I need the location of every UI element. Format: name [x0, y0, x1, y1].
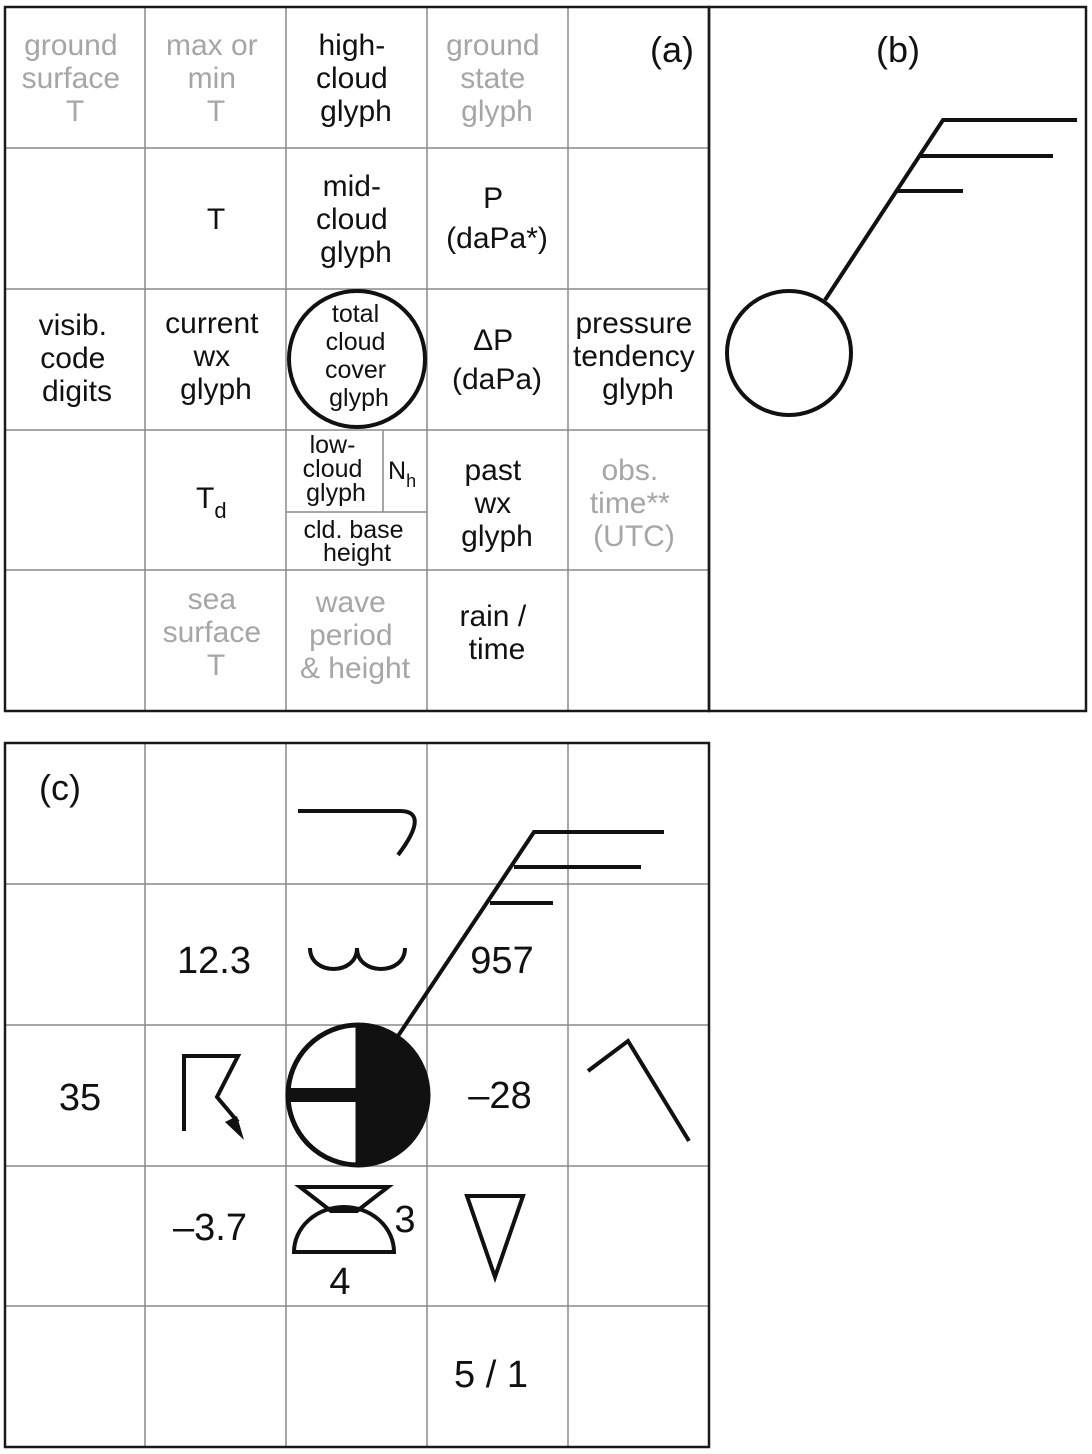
pressure-change-value: –28 [468, 1075, 531, 1117]
cell-pressure-tendency-glyph: pressure tendency glyph [573, 307, 703, 406]
mid-cloud-glyph-icon [308, 947, 407, 971]
cell-pressure-change: ΔP (daPa) [452, 324, 542, 396]
cell-max-min-t: max or min T [166, 29, 266, 128]
cell-dewpoint: Td [196, 482, 227, 523]
cell-visibility-code: visib. code digits [39, 309, 116, 408]
cell-cloud-nh: Nh [388, 457, 416, 491]
cell-mid-cloud-glyph: mid- cloud glyph [316, 170, 396, 269]
cell-pressure: P (daPa*) [446, 182, 548, 255]
cell-current-wx-glyph: current wx glyph [165, 307, 267, 406]
cell-past-wx-glyph: past wx glyph [461, 454, 533, 553]
cell-rain-time: rain / time [459, 600, 534, 666]
total-cloud-cover-circle [287, 289, 427, 429]
cell-ground-surface-t: ground surface T [22, 29, 129, 128]
current-weather-glyph-icon [182, 1054, 244, 1140]
cloud-base-value: 4 [329, 1261, 350, 1303]
cell-cloud-base-height: cld. base height [303, 516, 410, 567]
temperature-value: 12.3 [177, 940, 251, 982]
past-weather-glyph-icon [464, 1194, 526, 1284]
dewpoint-value: –3.7 [173, 1207, 247, 1249]
cloud-nh-value: 3 [394, 1199, 415, 1241]
cell-obs-time: obs. time** (UTC) [590, 454, 678, 553]
station-circle-icon [725, 289, 853, 417]
panel-a-label: (a) [650, 29, 694, 70]
pressure-value: 957 [470, 940, 533, 982]
rain-time-value: 5 / 1 [454, 1354, 528, 1396]
panel-c-label: (c) [39, 767, 81, 808]
cell-total-cloud-cover-glyph: total cloud cover glyph [325, 300, 393, 412]
visibility-value: 35 [59, 1077, 101, 1119]
cell-sea-surface-t: sea surface T [163, 583, 270, 682]
panel-b: (b) [707, 5, 1088, 713]
panel-b-label: (b) [876, 29, 920, 70]
panel-c: (c) 12.3 957 35 –28 –3.7 3 4 5 / 1 [3, 741, 711, 1449]
cloud-cover-glyph-icon [285, 1022, 431, 1168]
panel-a: (a) ground surface T max or min T high- … [3, 5, 711, 713]
cell-ground-state-glyph: ground state glyph [446, 29, 548, 128]
high-cloud-glyph-icon [298, 809, 417, 857]
cell-low-cloud-glyph: low- cloud glyph [303, 431, 370, 507]
cell-wave-period-height: wave period & height [300, 586, 411, 685]
wind-barb-icon [396, 830, 664, 1038]
cell-high-cloud-glyph: high- cloud glyph [316, 29, 396, 128]
panel-c-frame [3, 741, 711, 1449]
cell-t: T [207, 203, 225, 236]
low-cloud-glyph-icon [291, 1185, 397, 1254]
wind-barb-icon [823, 118, 1077, 302]
panel-b-frame [707, 5, 1088, 713]
pressure-tendency-glyph-icon [586, 1038, 691, 1143]
